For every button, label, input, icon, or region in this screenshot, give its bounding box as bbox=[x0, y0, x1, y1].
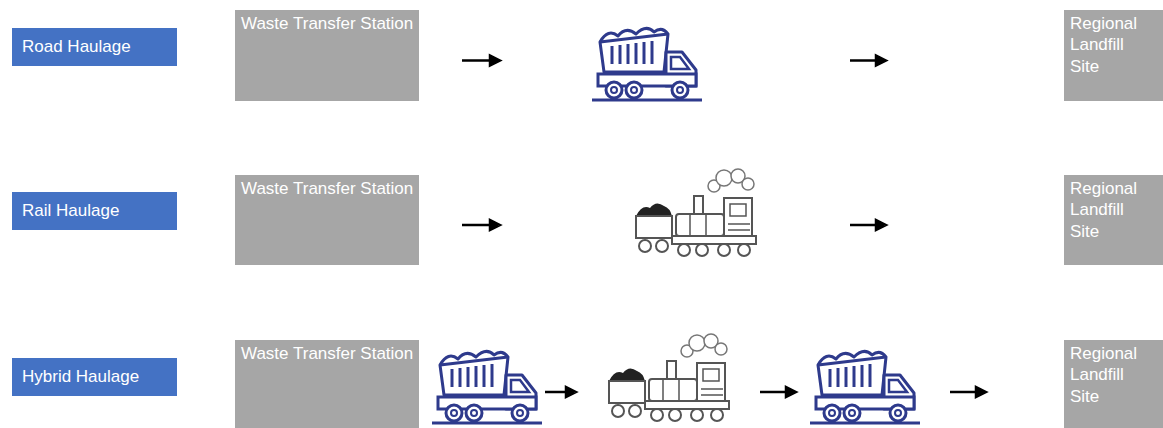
row-label: Hybrid Haulage bbox=[12, 358, 177, 396]
node-text: Hybrid Haulage bbox=[22, 366, 139, 387]
site-box: Regional Landfill Site bbox=[1064, 340, 1163, 428]
site-box: Regional Landfill Site bbox=[1064, 175, 1163, 265]
node-text: Rail Haulage bbox=[22, 200, 119, 221]
node-text: Regional Landfill Site bbox=[1070, 343, 1157, 407]
node-text: Waste Transfer Station bbox=[241, 178, 413, 199]
flow-arrow bbox=[372, 387, 1064, 397]
node-text: Waste Transfer Station bbox=[241, 13, 413, 34]
row-label: Rail Haulage bbox=[12, 192, 177, 230]
node-text: Regional Landfill Site bbox=[1070, 13, 1157, 77]
station-box: Waste Transfer Station bbox=[235, 340, 419, 428]
truck-icon bbox=[592, 28, 702, 100]
node-text: Road Haulage bbox=[22, 36, 131, 57]
flow-arrow bbox=[462, 56, 1064, 66]
site-box: Regional Landfill Site bbox=[1064, 10, 1163, 101]
node-text: Waste Transfer Station bbox=[241, 343, 413, 364]
station-box: Waste Transfer Station bbox=[235, 175, 419, 265]
row-label: Road Haulage bbox=[12, 28, 177, 66]
train-icon bbox=[609, 334, 729, 421]
truck-icon bbox=[810, 351, 920, 423]
truck-icon bbox=[432, 351, 542, 423]
node-text: Regional Landfill Site bbox=[1070, 178, 1157, 242]
flow-arrow bbox=[462, 220, 1064, 230]
train-icon bbox=[636, 169, 756, 256]
station-box: Waste Transfer Station bbox=[235, 10, 419, 101]
